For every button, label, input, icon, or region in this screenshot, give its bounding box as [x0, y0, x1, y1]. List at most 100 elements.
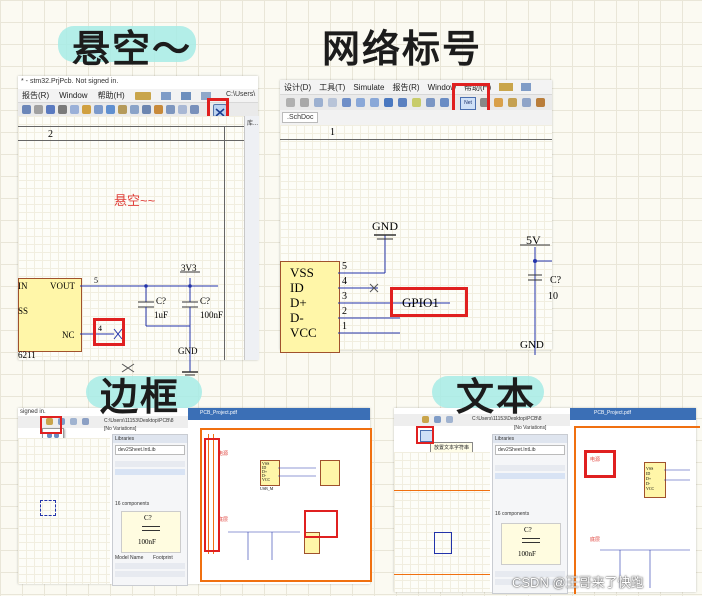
harness-icon[interactable]	[46, 105, 55, 114]
schematic-canvas[interactable]: 2 悬空~~ IN VOUT SS NC 6211	[18, 116, 244, 376]
schematic-canvas[interactable]: 1 GND 5V C? 10 VSS ID D+ D- VCC 5 4 3 2 …	[280, 125, 561, 355]
net-label-gpio1[interactable]: GPIO1	[402, 295, 439, 310]
align-icon[interactable]	[180, 91, 191, 100]
select-icon[interactable]	[499, 83, 514, 91]
copy-icon[interactable]	[286, 98, 295, 107]
path-text: C:\Users\11153\Desktop\PCB\8	[104, 418, 174, 424]
paste-icon[interactable]	[300, 98, 309, 107]
bus-icon[interactable]	[34, 105, 43, 114]
list-item[interactable]	[495, 473, 565, 479]
screenshot-net-label: 设计(D) 工具(T) Simulate 报告(R) Window 帮助(H) …	[280, 80, 561, 355]
regulator-chip[interactable]	[18, 278, 82, 352]
part-icon[interactable]	[70, 105, 79, 114]
directive-icon[interactable]	[508, 98, 517, 107]
power-icon[interactable]	[480, 98, 489, 107]
power-icon[interactable]	[58, 105, 67, 114]
menu-help[interactable]: 帮助(H)	[97, 91, 125, 100]
ground-label: GND	[178, 346, 198, 356]
list-item[interactable]	[495, 465, 565, 471]
right-side-panel[interactable]: 库...	[244, 116, 259, 360]
title-net-label: 网络标号	[322, 26, 483, 71]
select-icon[interactable]	[134, 91, 151, 100]
rect-icon[interactable]	[328, 98, 337, 107]
entry-icon[interactable]	[440, 98, 449, 107]
menu-reports[interactable]: 报告(R)	[392, 82, 420, 92]
list-item[interactable]	[495, 579, 565, 585]
pin-number-4: 4	[342, 276, 347, 287]
grid-icon[interactable]	[200, 91, 211, 100]
chip-pin: D-	[262, 473, 267, 478]
schematic-canvas[interactable]	[18, 438, 110, 584]
cross-icon[interactable]	[314, 98, 323, 107]
menu-simulate[interactable]: Simulate	[353, 82, 385, 92]
libraries-panel[interactable]: Libraries dev2Sheet.IntLib 16 components…	[492, 434, 568, 594]
menu-help[interactable]: 帮助(H)	[464, 82, 492, 92]
schematic-canvas[interactable]	[394, 452, 490, 592]
port-icon[interactable]	[94, 105, 103, 114]
pdf-tab[interactable]: PCB_Project.pdf	[594, 410, 631, 416]
pin-label-vout: VOUT	[50, 281, 75, 291]
pin-numbers: 5 4 3 2 1	[342, 259, 347, 334]
grid-icon[interactable]	[446, 416, 453, 423]
menu-window[interactable]: Window	[59, 91, 88, 100]
move-icon[interactable]	[160, 91, 171, 100]
port-icon[interactable]	[426, 98, 435, 107]
list-item[interactable]	[495, 571, 565, 577]
title-highlight	[86, 376, 202, 408]
variation-select[interactable]: [No Variations]	[104, 426, 137, 432]
select-icon[interactable]	[422, 416, 429, 423]
highlight-box-text-label	[584, 450, 616, 478]
menu-reports[interactable]: 报告(R)	[22, 91, 50, 100]
text-icon[interactable]	[130, 105, 139, 114]
compile-icon[interactable]	[190, 105, 199, 114]
list-item[interactable]	[115, 469, 185, 475]
text-icon[interactable]	[522, 98, 531, 107]
libraries-panel[interactable]: Libraries dev2Sheet.IntLib 16 components…	[112, 434, 188, 586]
library-select[interactable]: dev2Sheet.IntLib	[115, 445, 185, 455]
menu-tools[interactable]: 工具(T)	[319, 82, 346, 92]
wire-icon[interactable]	[384, 98, 393, 107]
probe-icon[interactable]	[178, 105, 187, 114]
list-item[interactable]	[115, 461, 185, 467]
sheet-icon[interactable]	[494, 98, 503, 107]
menu-window[interactable]: Window	[427, 82, 457, 92]
harness-icon[interactable]	[412, 98, 421, 107]
sheet-border	[200, 428, 372, 582]
list-item[interactable]	[115, 563, 185, 569]
directive-icon[interactable]	[118, 105, 127, 114]
move-icon[interactable]	[521, 83, 532, 91]
pin-number-3: 3	[342, 291, 347, 302]
grid-icon[interactable]	[70, 418, 77, 425]
list-item[interactable]	[115, 571, 185, 577]
variation-select[interactable]: [No Variations]	[514, 425, 547, 431]
param-icon[interactable]	[166, 105, 175, 114]
chip-pin: D-	[646, 481, 651, 486]
doc-tab[interactable]: .SchDoc	[282, 112, 319, 123]
undo-icon[interactable]	[356, 98, 365, 107]
select-icon[interactable]	[46, 418, 53, 425]
usb-connector[interactable]	[280, 261, 340, 353]
entry-icon[interactable]	[106, 105, 115, 114]
border-line	[280, 139, 552, 140]
chip-pins: VSS ID D+ D- VCC	[646, 466, 654, 491]
label-icon[interactable]	[536, 98, 545, 107]
wire-icon[interactable]	[22, 105, 31, 114]
zoom-icon[interactable]	[82, 418, 89, 425]
line-tool-icon[interactable]	[54, 433, 59, 438]
graphic-icon[interactable]	[142, 105, 151, 114]
net-label-tool-icon[interactable]: Net	[460, 97, 476, 110]
align-icon[interactable]	[434, 416, 441, 423]
sheet-icon[interactable]	[82, 105, 91, 114]
bus-icon[interactable]	[398, 98, 407, 107]
screenshot-text: C:\Users\11153\Desktop\PCB\8 [No Variati…	[394, 408, 700, 594]
menu-design[interactable]: 设计(D)	[284, 82, 312, 92]
pdf-tab[interactable]: PCB_Project.pdf	[200, 410, 237, 416]
move-icon[interactable]	[342, 98, 351, 107]
path-text: C:\Users\11153\Desktop\PCB\8	[472, 416, 542, 422]
screenshot-border: signed in. C:\Users\11153\Desktop\PCB\8 …	[18, 408, 372, 586]
chip-pin: D+	[646, 476, 652, 481]
label-icon[interactable]	[154, 105, 163, 114]
redo-icon[interactable]	[370, 98, 379, 107]
library-select[interactable]: dev2Sheet.IntLib	[495, 445, 565, 455]
rect-tool-icon[interactable]	[47, 433, 52, 438]
